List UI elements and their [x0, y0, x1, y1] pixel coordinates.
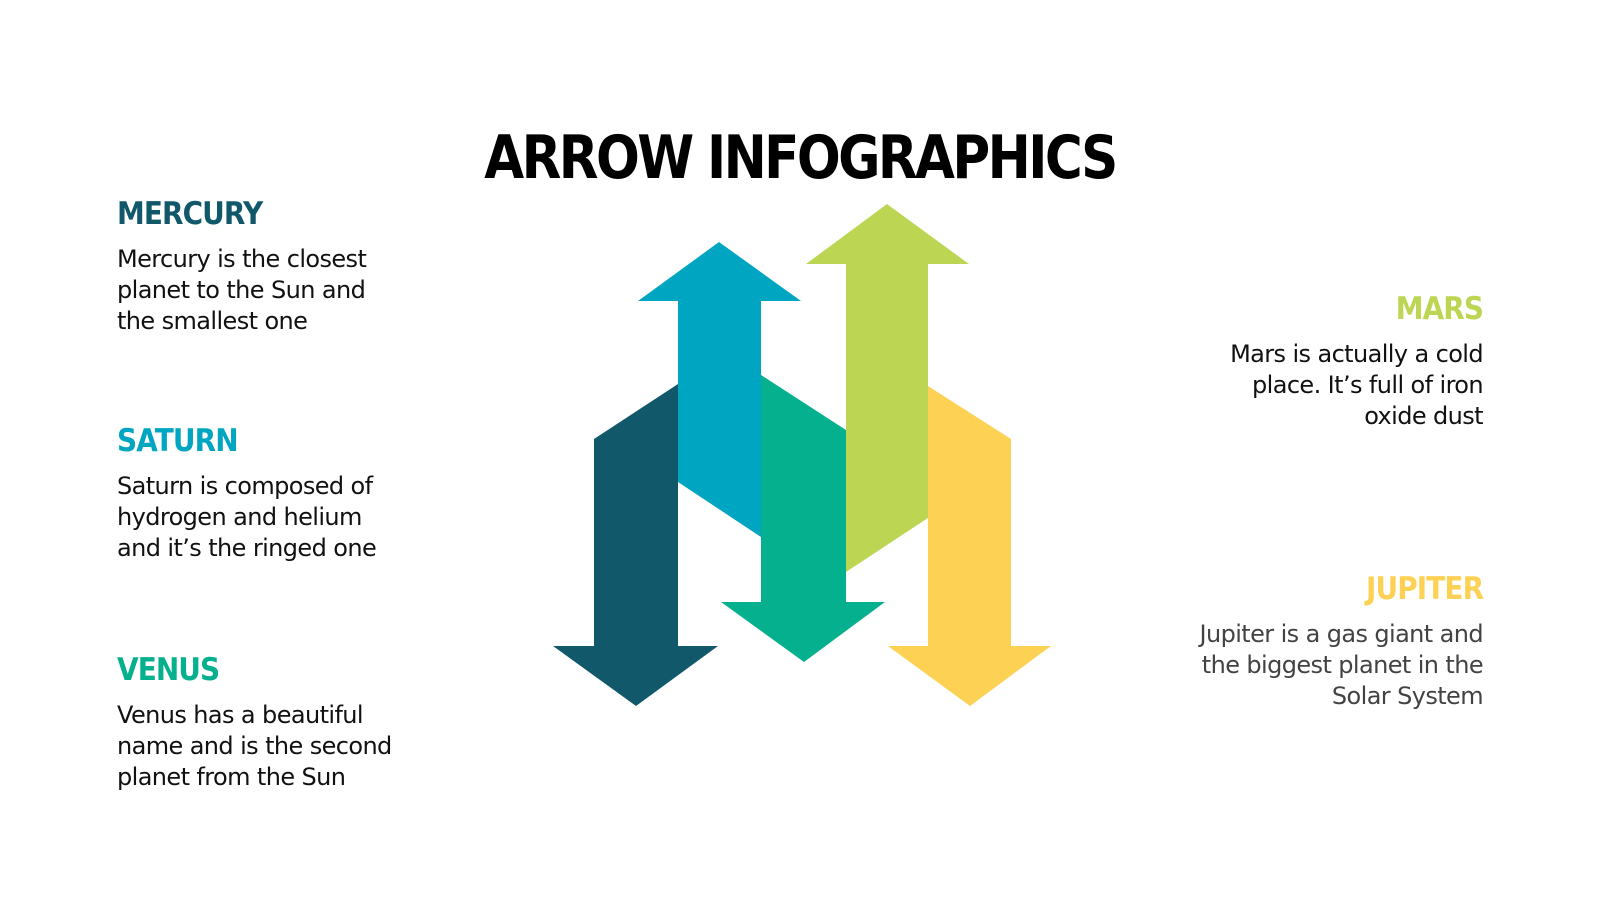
description-line: and it’s the ringed one	[117, 534, 377, 562]
mars-description: Mars is actually a cold place. It’s full…	[1123, 339, 1484, 432]
venus-down-arrow	[721, 375, 885, 662]
jupiter-description: Jupiter is a gas giant and the biggest p…	[1123, 619, 1484, 712]
venus-description: Venus has a beautiful name and is the se…	[117, 700, 477, 793]
description-line: planet to the Sun and	[117, 276, 366, 304]
description-line: oxide dust	[1364, 402, 1483, 430]
mars-block: MARS Mars is actually a cold place. It’s…	[1123, 291, 1484, 432]
jupiter-heading: JUPITER	[1365, 571, 1484, 607]
description-line: place. It’s full of iron	[1252, 371, 1484, 399]
mercury-description: Mercury is the closest planet to the Sun…	[117, 244, 477, 337]
venus-heading: VENUS	[117, 652, 220, 688]
description-line: the biggest planet in the	[1201, 651, 1484, 679]
description-line: Mars is actually a cold	[1230, 340, 1484, 368]
mercury-heading: MERCURY	[117, 196, 263, 232]
description-line: Mercury is the closest	[117, 245, 367, 273]
description-line: name and is the second	[117, 732, 392, 760]
description-line: hydrogen and helium	[117, 503, 362, 531]
description-line: Jupiter is a gas giant and	[1199, 620, 1484, 648]
saturn-block: SATURN Saturn is composed of hydrogen an…	[117, 425, 477, 564]
saturn-description: Saturn is composed of hydrogen and heliu…	[117, 471, 477, 564]
description-line: Solar System	[1331, 682, 1484, 710]
description-line: Venus has a beautiful	[117, 701, 364, 729]
venus-block: VENUS Venus has a beautiful name and is …	[117, 654, 477, 793]
page-title: ARROW INFOGRAPHICS	[484, 123, 1118, 193]
description-line: the smallest one	[117, 307, 308, 335]
mars-up-arrow	[806, 204, 969, 572]
saturn-heading: SATURN	[117, 423, 239, 459]
description-line: planet from the Sun	[117, 763, 346, 791]
mars-heading: MARS	[1395, 291, 1484, 327]
mercury-block: MERCURY Mercury is the closest planet to…	[117, 198, 477, 337]
mercury-down-arrow	[553, 384, 718, 706]
jupiter-block: JUPITER Jupiter is a gas giant and the b…	[1123, 571, 1484, 712]
description-line: Saturn is composed of	[117, 472, 373, 500]
saturn-up-arrow	[638, 242, 801, 537]
jupiter-down-arrow	[888, 386, 1051, 706]
